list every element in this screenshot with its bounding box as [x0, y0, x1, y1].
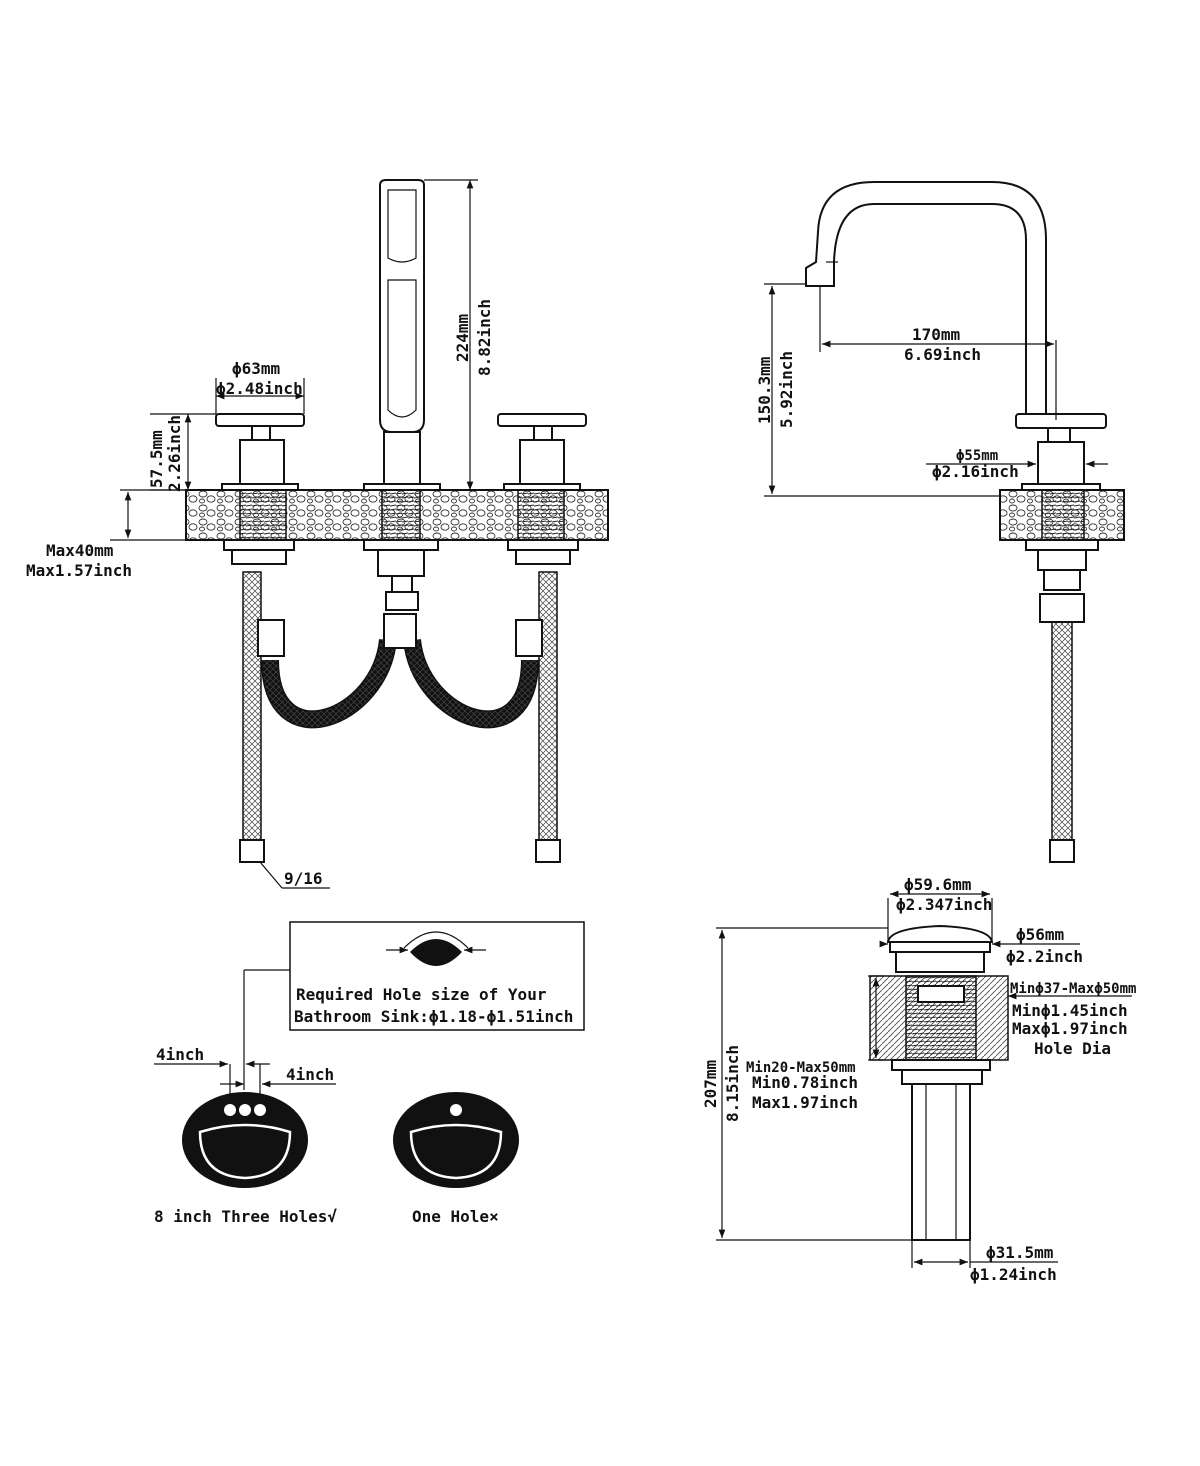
hole-range-mm: Minϕ37-Maxϕ50mm: [1010, 981, 1136, 997]
spout-height-in: 8.82inch: [475, 299, 494, 376]
sink-one-hole: One Hole×: [393, 1092, 519, 1226]
hole-dia-label: Hole Dia: [1034, 1039, 1111, 1058]
hole-note-line1: Required Hole size of Your: [296, 985, 546, 1004]
reach-mm: 170mm: [912, 325, 961, 344]
handle-height-in: 2.26inch: [165, 415, 184, 492]
shank-center: [381, 489, 421, 541]
outlet-height-mm: 150.3mm: [755, 356, 774, 424]
right-handle: [497, 413, 587, 491]
drain-flange-dia-in: ϕ2.2inch: [1006, 947, 1083, 966]
under-deck-hardware: [223, 539, 579, 611]
drain-flange-dia-mm: ϕ56mm: [1016, 925, 1065, 944]
handle-dia-in: ϕ2.48inch: [216, 379, 303, 398]
reach-in: 6.69inch: [904, 345, 981, 364]
one-hole-caption: One Hole×: [412, 1207, 499, 1226]
tail-dia-mm: ϕ31.5mm: [986, 1243, 1054, 1262]
hole-note-line2: Bathroom Sink:ϕ1.18-ϕ1.51inch: [294, 1007, 573, 1026]
handle-dia-mm: ϕ63mm: [232, 359, 281, 378]
drain-height-in: 8.15inch: [723, 1045, 742, 1122]
spout: [363, 179, 441, 491]
sink-three-holes: 4inch 4inch 8 inch Three Holes√: [154, 1045, 337, 1226]
outlet-height-in: 5.92inch: [777, 351, 796, 428]
handle-height-mm: 57.5mm: [147, 430, 166, 488]
spacing-left-label: 4inch: [156, 1045, 204, 1064]
deck-max-in: Max1.57inch: [26, 561, 132, 580]
base-dia-in: ϕ2.16inch: [932, 462, 1019, 481]
thick-min-in: Min0.78inch: [752, 1073, 858, 1092]
drain-view: ϕ59.6mm ϕ2.347inch ϕ56mm ϕ2.2inch Minϕ37…: [701, 875, 1136, 1284]
supply-hoses: [239, 571, 561, 863]
shank-right: [517, 489, 565, 541]
tail-dia-in: ϕ1.24inch: [970, 1265, 1057, 1284]
hole-min-in: Minϕ1.45inch: [1012, 1001, 1128, 1020]
left-handle: [215, 413, 305, 491]
side-view: 150.3mm 5.92inch 170mm 6.69inch ϕ55mm ϕ2…: [755, 181, 1125, 863]
drain-cap-dia-in: ϕ2.347inch: [896, 895, 992, 914]
shank-left: [239, 489, 287, 541]
thick-range-mm: Min20-Max50mm: [746, 1060, 856, 1076]
spout-height-mm: 224mm: [453, 313, 472, 362]
thick-max-in: Max1.97inch: [752, 1093, 858, 1112]
spacing-right-label: 4inch: [286, 1065, 334, 1084]
front-view: ϕ63mm ϕ2.48inch 57.5mm 2.26inch 224mm 8.…: [26, 179, 609, 889]
deck-max-mm: Max40mm: [46, 541, 114, 560]
drain-height-mm: 207mm: [701, 1059, 720, 1108]
three-holes-caption: 8 inch Three Holes√: [154, 1207, 337, 1226]
nut-size-label: 9/16: [284, 869, 323, 888]
hole-max-in: Maxϕ1.97inch: [1012, 1019, 1128, 1038]
base-dia-mm: ϕ55mm: [956, 448, 998, 464]
drain-cap-dia-mm: ϕ59.6mm: [904, 875, 972, 894]
hole-size-note: Required Hole size of Your Bathroom Sink…: [243, 921, 585, 1090]
